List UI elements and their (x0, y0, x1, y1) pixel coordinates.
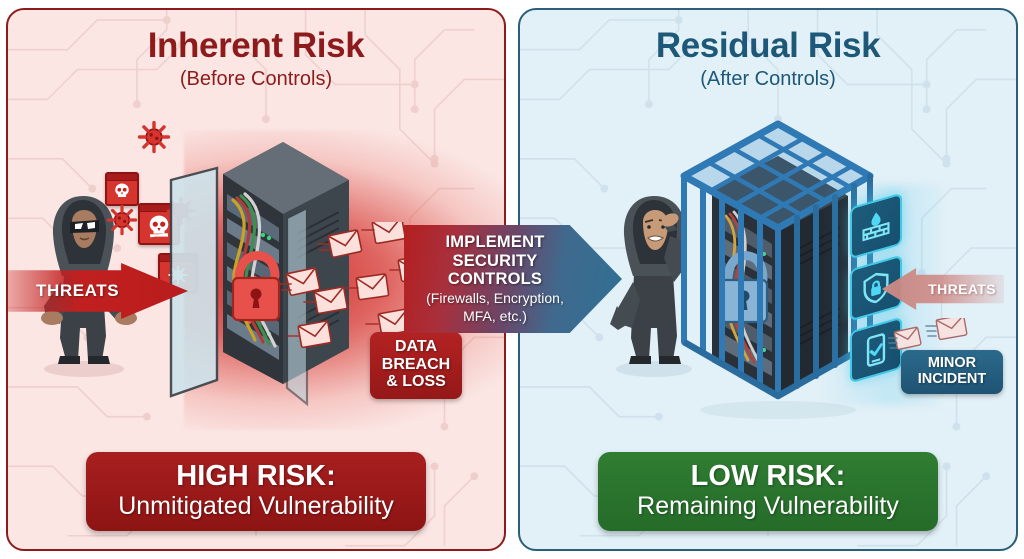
virus-icon (137, 120, 171, 154)
high-risk-banner-subtitle: Unmitigated Vulnerability (118, 492, 394, 520)
threats-arrow-right-label: THREATS (928, 281, 996, 297)
implement-arrow-line-1: IMPLEMENT (445, 233, 545, 252)
virus-icon (106, 204, 138, 236)
high-risk-banner-title: HIGH RISK: (176, 459, 336, 492)
page-subtitle-before-controls: (Before Controls) (179, 67, 333, 90)
low-risk-banner-title: LOW RISK: (690, 459, 846, 492)
data-breach-line-1: DATA (394, 338, 438, 355)
data-breach-line-2: BREACH (381, 355, 451, 373)
mfa-phone-check-icon (850, 316, 902, 384)
minor-incident-line-2: INCIDENT (917, 371, 987, 388)
data-breach-label: DATA BREACH & LOSS (370, 332, 462, 399)
high-risk-banner: HIGH RISK: Unmitigated Vulnerability (86, 451, 426, 531)
implement-arrow-line-2: SECURITY CONTROLS (447, 251, 543, 289)
implement-arrow-line-4: MFA, etc.) (463, 307, 527, 324)
minor-incident-label: MINOR INCIDENT (901, 350, 1003, 395)
unlocked-red-padlock-icon (231, 251, 281, 322)
page-title-residual-risk: Residual Risk (655, 26, 881, 65)
firewall-icon (850, 192, 902, 260)
blocked-envelope-icon (888, 318, 968, 350)
low-risk-banner: LOW RISK: Remaining Vulnerability (598, 451, 938, 531)
minor-incident-line-1: MINOR (927, 355, 977, 371)
data-breach-line-3: & LOSS (386, 373, 446, 391)
threats-arrow-left-label: THREATS (36, 281, 120, 300)
skull-malware-icon (105, 172, 139, 206)
caged-server-rack-icon (680, 120, 874, 419)
implement-arrow-line-3: (Firewalls, Encryption, (426, 289, 564, 306)
page-title-inherent-risk: Inherent Risk (147, 26, 365, 65)
right-title-block: Residual Risk (After Controls) (520, 26, 1016, 93)
frustrated-hooded-hacker-icon (610, 196, 692, 377)
left-title-block: Inherent Risk (Before Controls) (8, 26, 504, 93)
page-subtitle-after-controls: (After Controls) (700, 67, 836, 90)
implement-security-controls-arrow: IMPLEMENT SECURITY CONTROLS (Firewalls, … (404, 225, 622, 333)
low-risk-banner-subtitle: Remaining Vulnerability (637, 492, 899, 520)
